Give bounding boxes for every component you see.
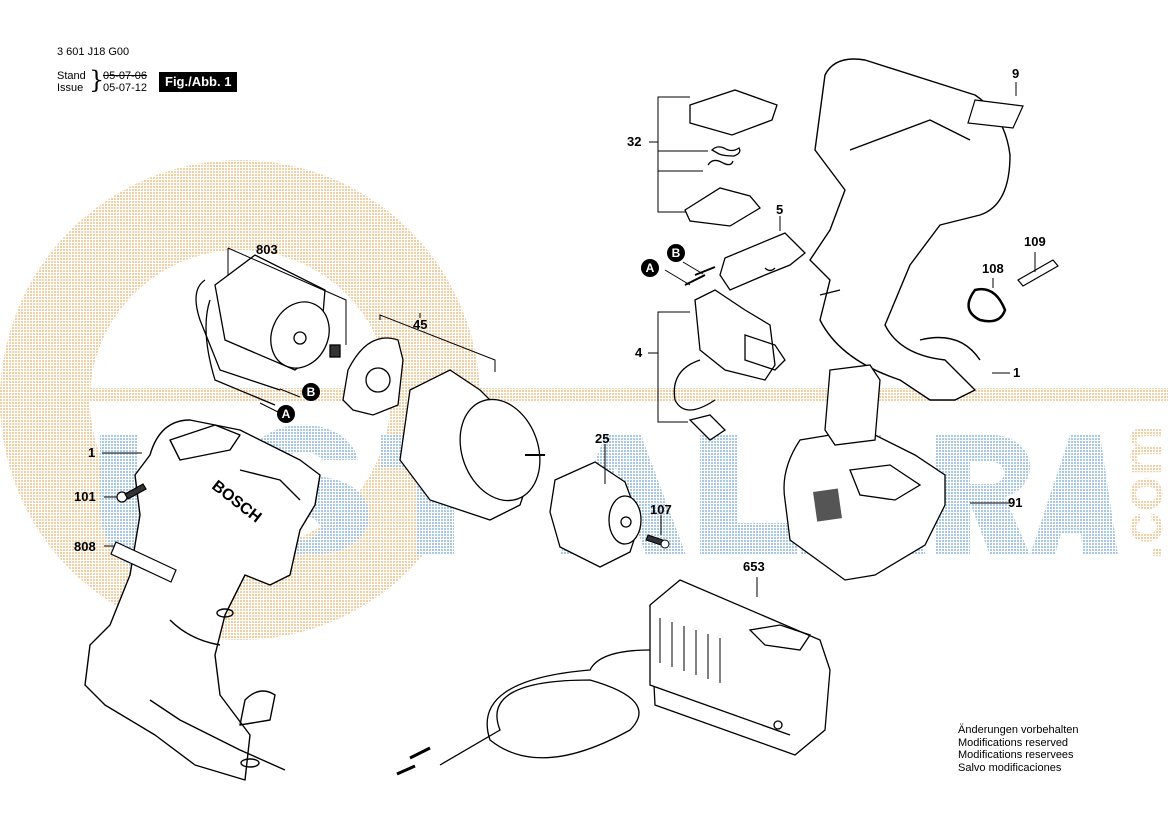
note-de: Änderungen vorbehalten [958,724,1079,736]
note-en: Modifications reserved [958,736,1069,749]
part-label-5: 5 [776,202,784,217]
part-label-101: 101 [74,489,96,504]
part-label-803: 803 [256,242,278,257]
label-plate-9 [967,99,1024,129]
part-label-1-right: 1 [1013,365,1021,380]
label-plate-808 [110,541,177,583]
battery-91 [783,364,946,581]
watermark-orange-band [0,388,1168,402]
bit-109 [1017,259,1059,287]
key-108 [967,287,1007,323]
gearbox-45 [342,337,545,521]
stand-issue-labels: Stand Issue [57,70,86,94]
watermark: .com [0,160,1168,640]
part-label-109: 109 [1024,234,1046,249]
watermark-com: .com [1110,425,1168,560]
figure-badge: Fig./Abb. 1 [159,72,238,92]
switch-cover-5 [719,232,806,291]
note-es: Salvo modificaciones [958,761,1062,774]
connector-a-marker-motor: A [277,405,295,423]
housing-right-half [809,58,1011,401]
part-label-32: 32 [627,134,642,149]
brace-icon: } [89,66,105,94]
issue-label: Issue [57,82,84,94]
charger-653 [396,579,831,776]
part-label-45: 45 [413,317,428,332]
screw-101 [116,483,147,503]
chuck-25 [549,461,642,568]
connector-b-marker-switch: B [667,244,685,262]
connector-a-marker-switch: A [641,259,659,277]
stand-date: 05-07-06 [103,70,148,82]
motor-803 [195,254,341,406]
part-label-91: 91 [1008,495,1023,510]
stand-label: Stand [57,70,86,82]
part-label-25: 25 [595,431,610,446]
modification-notes: Änderungen vorbehalten Modifications res… [958,724,1078,774]
part-label-107: 107 [650,502,672,517]
part-label-1-left: 1 [88,445,96,460]
part-label-4: 4 [635,345,643,360]
issue-date: 05-07-12 [103,82,148,94]
connector-b-marker-motor: B [302,383,320,401]
note-fr: Modifications reservees [958,749,1074,761]
part-label-653: 653 [743,559,765,574]
leader-lines [102,82,1036,597]
housing-left-half [84,419,321,781]
part-label-808: 808 [74,539,96,554]
part-label-108: 108 [982,261,1004,276]
switch-4 [673,289,786,441]
battery-latch-kit-32 [684,89,778,227]
part-label-9: 9 [1012,66,1020,81]
document-code: 3 601 J18 G00 [57,46,130,58]
screw-107 [645,534,670,549]
revision-dates: 05-07-06 05-07-12 [103,70,147,94]
